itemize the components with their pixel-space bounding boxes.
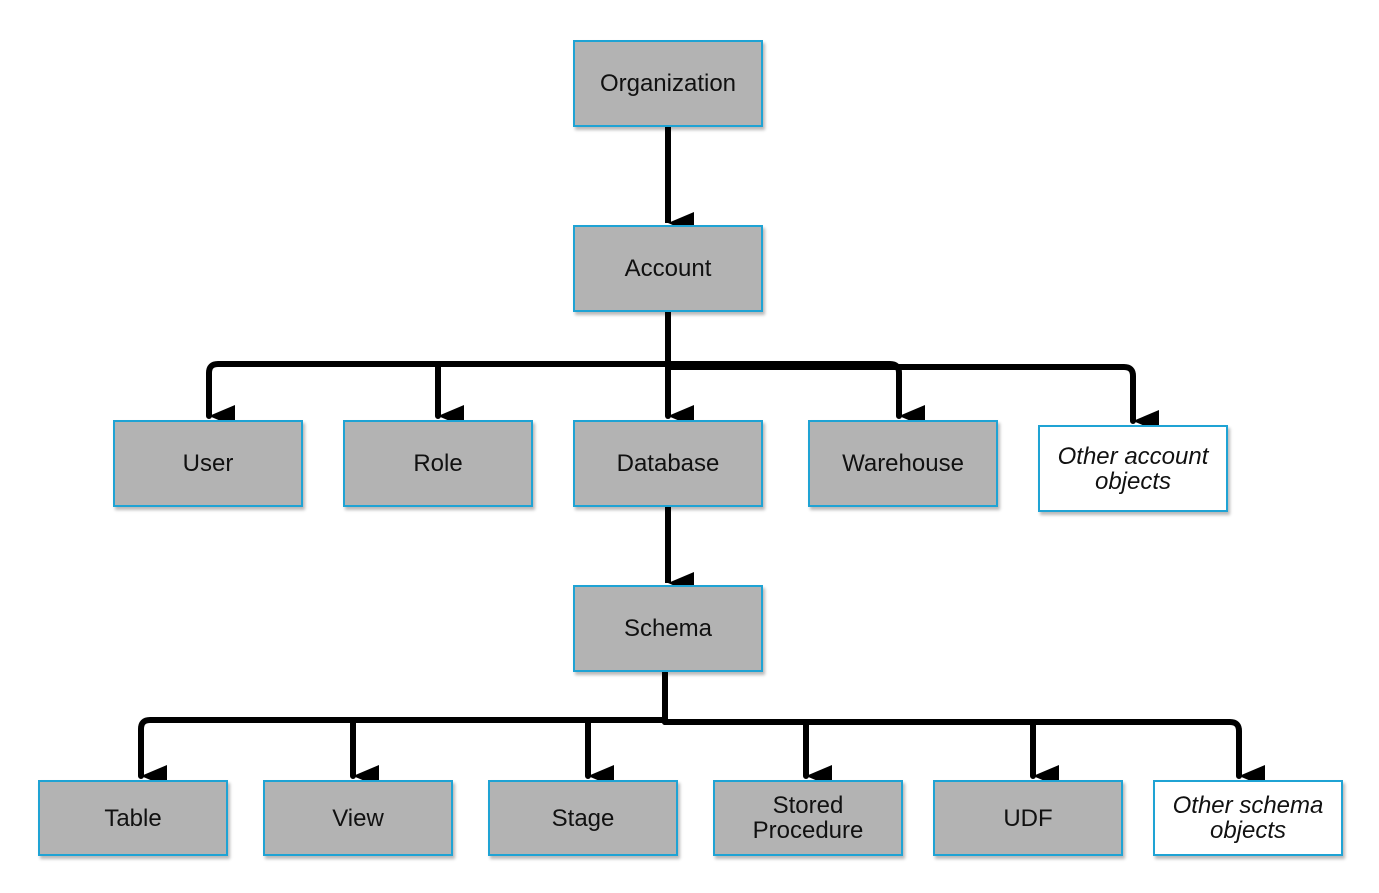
node-account-label: Account bbox=[624, 255, 712, 282]
node-schema-label: Schema bbox=[623, 615, 713, 642]
node-view-label: View bbox=[332, 804, 384, 832]
connector-account-other bbox=[665, 364, 1159, 432]
connector-schema-stage bbox=[585, 717, 668, 787]
node-other-account-objects: Other account objects bbox=[1038, 425, 1228, 512]
node-warehouse: Warehouse bbox=[808, 420, 998, 507]
node-stage: Stage bbox=[488, 780, 678, 856]
node-database: Database bbox=[573, 420, 763, 507]
node-user-label: User bbox=[182, 450, 234, 477]
connector-account-user bbox=[206, 361, 671, 427]
connector-schema-other bbox=[662, 719, 1265, 787]
node-table-label: Table bbox=[104, 804, 162, 832]
connector-schema-udf bbox=[662, 719, 1059, 787]
account-branch-connectors bbox=[206, 309, 1159, 432]
node-organization: Organization bbox=[573, 40, 763, 127]
node-role: Role bbox=[343, 420, 533, 507]
node-schema: Schema bbox=[573, 585, 763, 672]
node-organization-label: Organization bbox=[599, 70, 737, 97]
node-other-schema-objects-label: Other schema objects bbox=[1172, 792, 1324, 844]
connector-schema-stored-procedure bbox=[662, 719, 832, 787]
node-role-label: Role bbox=[413, 450, 463, 477]
connector-schema-table bbox=[138, 717, 668, 787]
node-database-label: Database bbox=[616, 450, 720, 477]
node-table: Table bbox=[38, 780, 228, 856]
connector-account-role bbox=[435, 361, 671, 427]
node-user: User bbox=[113, 420, 303, 507]
node-stored-procedure-label: Stored Procedure bbox=[752, 792, 864, 844]
node-stored-procedure: Stored Procedure bbox=[713, 780, 903, 856]
node-view: View bbox=[263, 780, 453, 856]
node-warehouse-label: Warehouse bbox=[842, 450, 964, 477]
node-udf: UDF bbox=[933, 780, 1123, 856]
node-other-schema-objects: Other schema objects bbox=[1153, 780, 1343, 856]
schema-branch-connectors bbox=[138, 669, 1265, 787]
node-udf-label: UDF bbox=[1003, 804, 1053, 832]
node-other-account-objects-label: Other account objects bbox=[1057, 442, 1209, 495]
connector-account-warehouse bbox=[665, 361, 925, 427]
connector-schema-view bbox=[350, 717, 668, 787]
node-stage-label: Stage bbox=[551, 804, 615, 832]
node-account: Account bbox=[573, 225, 763, 312]
